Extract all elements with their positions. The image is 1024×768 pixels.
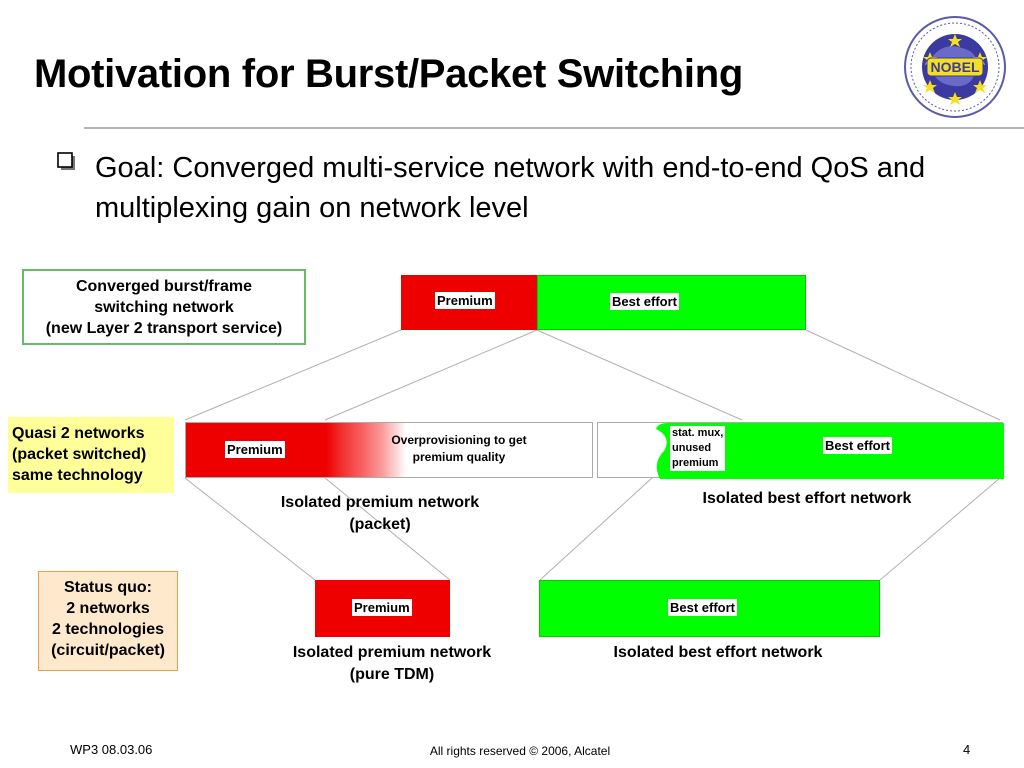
status-line-3: 2 technologies [51, 621, 165, 638]
overprov-line-1: Overprovisioning to get [391, 433, 527, 447]
converged-line-3: (new Layer 2 transport service) [45, 320, 283, 337]
overprov-line-2: premium quality [412, 450, 506, 464]
middle-best-effort-label: Best effort [823, 437, 893, 454]
isolated-best-effort-packet-bar: stat. mux, unused premium Best effort [597, 422, 1004, 479]
isolated-premium-tdm-caption-2: (pure TDM) [349, 666, 435, 683]
converged-line-1: Converged burst/frame [75, 278, 253, 295]
stat-mux-line-3: premium [672, 457, 719, 469]
top-premium-label: Premium [435, 292, 495, 309]
footer-left: WP3 08.03.06 [70, 742, 153, 757]
converged-line-2: switching network [94, 299, 234, 316]
goal-text: Goal: Converged multi-service network wi… [95, 152, 926, 224]
converged-network-label: Converged burst/frame switching network … [22, 269, 306, 345]
top-best-effort-label: Best effort [610, 293, 680, 310]
isolated-premium-packet-caption-1: Isolated premium network [280, 494, 480, 511]
isolated-premium-packet-bar: Premium Overprovisioning to get premium … [185, 422, 593, 478]
logo-text: NOBEL [931, 59, 980, 75]
isolated-premium-packet-caption-2: (packet) [349, 516, 411, 533]
bottom-premium-bar: Premium [315, 580, 450, 637]
isolated-premium-tdm-caption-1: Isolated premium network [292, 644, 492, 661]
top-premium-segment: Premium [401, 275, 537, 330]
overprovisioning-gradient [326, 423, 406, 477]
bottom-best-effort-bar: Best effort [539, 580, 880, 637]
stat-mux-shape [656, 423, 1004, 479]
status-line-2: 2 networks [66, 600, 150, 617]
bottom-premium-label: Premium [352, 599, 412, 616]
top-best-effort-segment: Best effort [537, 275, 806, 330]
footer-copyright: All rights reserved © 2006, Alcatel [429, 744, 611, 758]
isolated-best-effort-caption: Isolated best effort network [613, 644, 823, 661]
stat-mux-line-1: stat. mux, [672, 427, 724, 439]
page-title: Motivation for Burst/Packet Switching [34, 52, 743, 96]
status-line-1: Status quo: [64, 579, 152, 596]
nobel-logo: NOBEL [892, 12, 1018, 122]
quasi-line-3: same technology [12, 467, 143, 484]
title-divider [84, 127, 1024, 129]
middle-premium-label: Premium [225, 441, 285, 458]
page-number: 4 [963, 742, 971, 757]
status-quo-label: Status quo: 2 networks 2 technologies (c… [38, 571, 178, 671]
isolated-best-effort-packet-caption: Isolated best effort network [702, 490, 912, 507]
status-line-4: (circuit/packet) [51, 642, 165, 659]
quasi-networks-label: Quasi 2 networks (packet switched) same … [8, 417, 174, 493]
quasi-line-2: (packet switched) [12, 446, 147, 463]
checkbox-bullet-icon [57, 152, 76, 171]
stat-mux-line-2: unused [672, 442, 712, 454]
bottom-best-effort-label: Best effort [668, 599, 738, 616]
quasi-line-1: Quasi 2 networks [12, 425, 145, 442]
